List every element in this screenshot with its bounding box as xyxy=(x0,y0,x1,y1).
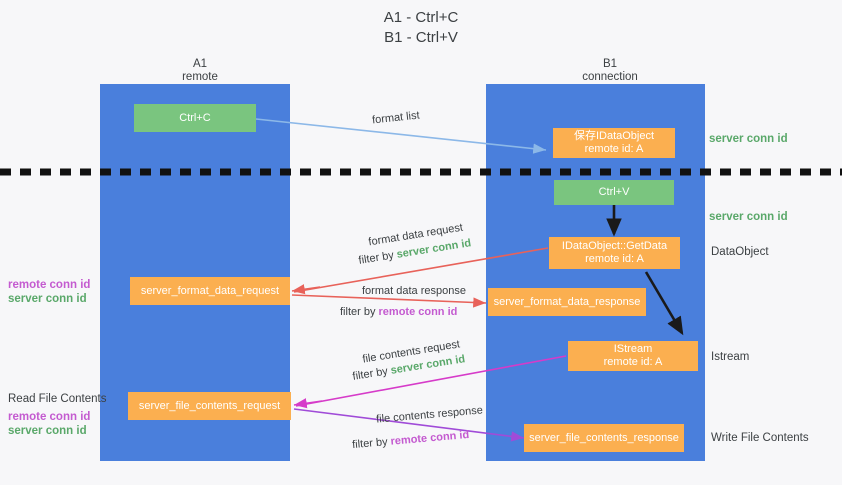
title-line-2: B1 - Ctrl+V xyxy=(384,29,458,46)
title-line-1: A1 - Ctrl+C xyxy=(383,9,459,26)
box-istream[interactable]: IStream remote id: A xyxy=(568,341,698,371)
label-dataobject: DataObject xyxy=(711,246,769,258)
label-read-file-contents: Read File Contents xyxy=(8,393,107,405)
box-server-file-contents-request-label: server_file_contents_request xyxy=(138,399,281,412)
arrow-label-file-contents-response: file contents response xyxy=(375,404,484,426)
box-server-file-contents-response-label: server_file_contents_response xyxy=(529,431,679,444)
column-header-b1: B1 connection xyxy=(540,58,680,84)
box-server-file-contents-response[interactable]: server_file_contents_response xyxy=(524,424,684,452)
label-group-conn-id-lower: remote conn id server conn id xyxy=(8,410,100,438)
filter-value-remote-conn-id: remote conn id xyxy=(378,306,458,318)
label-istream: Istream xyxy=(711,351,750,363)
label-remote-conn-id-lower: remote conn id xyxy=(8,411,91,423)
box-server-format-data-response-label: server_format_data_response xyxy=(493,295,641,308)
column-a1-name: A1 xyxy=(192,58,208,70)
box-server-format-data-response[interactable]: server_format_data_response xyxy=(488,288,646,316)
filter-prefix: filter by xyxy=(351,364,392,383)
box-ctrl-c[interactable]: Ctrl+C xyxy=(134,104,256,132)
arrow-file-contents-request-head xyxy=(293,398,323,409)
box-istream-line2: remote id: A xyxy=(603,356,663,368)
label-server-conn-id-lower: server conn id xyxy=(8,425,87,437)
label-remote-conn-id-upper: remote conn id xyxy=(8,279,91,291)
filter-value-remote-conn-id: remote conn id xyxy=(390,428,470,448)
box-save-idataobject[interactable]: 保存IDataObject remote id: A xyxy=(553,128,675,158)
label-server-conn-id-top: server conn id xyxy=(709,133,788,145)
arrow-label-format-data-response-filter: filter by remote conn id xyxy=(340,305,457,319)
column-a1-subtitle: remote xyxy=(182,71,218,83)
box-server-file-contents-request[interactable]: server_file_contents_request xyxy=(128,392,291,420)
box-save-idataobject-line2: remote id: A xyxy=(584,143,644,155)
label-server-conn-id-upper: server conn id xyxy=(8,293,87,305)
filter-prefix: filter by xyxy=(357,248,398,267)
column-b1-subtitle: connection xyxy=(582,71,638,83)
box-istream-line1: IStream xyxy=(613,343,653,355)
box-ctrl-v-label: Ctrl+V xyxy=(598,186,630,198)
diagram-title: A1 - Ctrl+C B1 - Ctrl+V xyxy=(0,8,842,48)
box-getdata[interactable]: IDataObject::GetData remote id: A xyxy=(549,237,680,269)
box-ctrl-v[interactable]: Ctrl+V xyxy=(554,180,674,205)
arrow-label-format-data-response: format data response xyxy=(362,285,466,297)
filter-prefix: filter by xyxy=(351,435,392,452)
box-ctrl-c-label: Ctrl+C xyxy=(179,111,211,124)
label-write-file-contents: Write File Contents xyxy=(711,432,809,444)
box-server-format-data-request[interactable]: server_format_data_request xyxy=(130,277,290,305)
arrow-label-file-contents-response-filter: filter by remote conn id xyxy=(352,428,470,452)
box-getdata-line2: remote id: A xyxy=(585,253,644,265)
box-save-idataobject-line1: 保存IDataObject xyxy=(573,130,655,142)
label-server-conn-id-second: server conn id xyxy=(709,211,788,223)
box-server-format-data-request-label: server_format_data_request xyxy=(140,284,280,297)
column-header-a1: A1 remote xyxy=(130,58,270,84)
filter-prefix: filter by xyxy=(340,306,379,318)
arrow-label-format-list: format list xyxy=(371,109,421,127)
arrow-format-data-request-head xyxy=(291,284,321,295)
label-group-conn-id-upper: remote conn id server conn id xyxy=(8,278,100,306)
column-b1-name: B1 xyxy=(602,58,618,70)
box-getdata-line1: IDataObject::GetData xyxy=(561,240,668,252)
